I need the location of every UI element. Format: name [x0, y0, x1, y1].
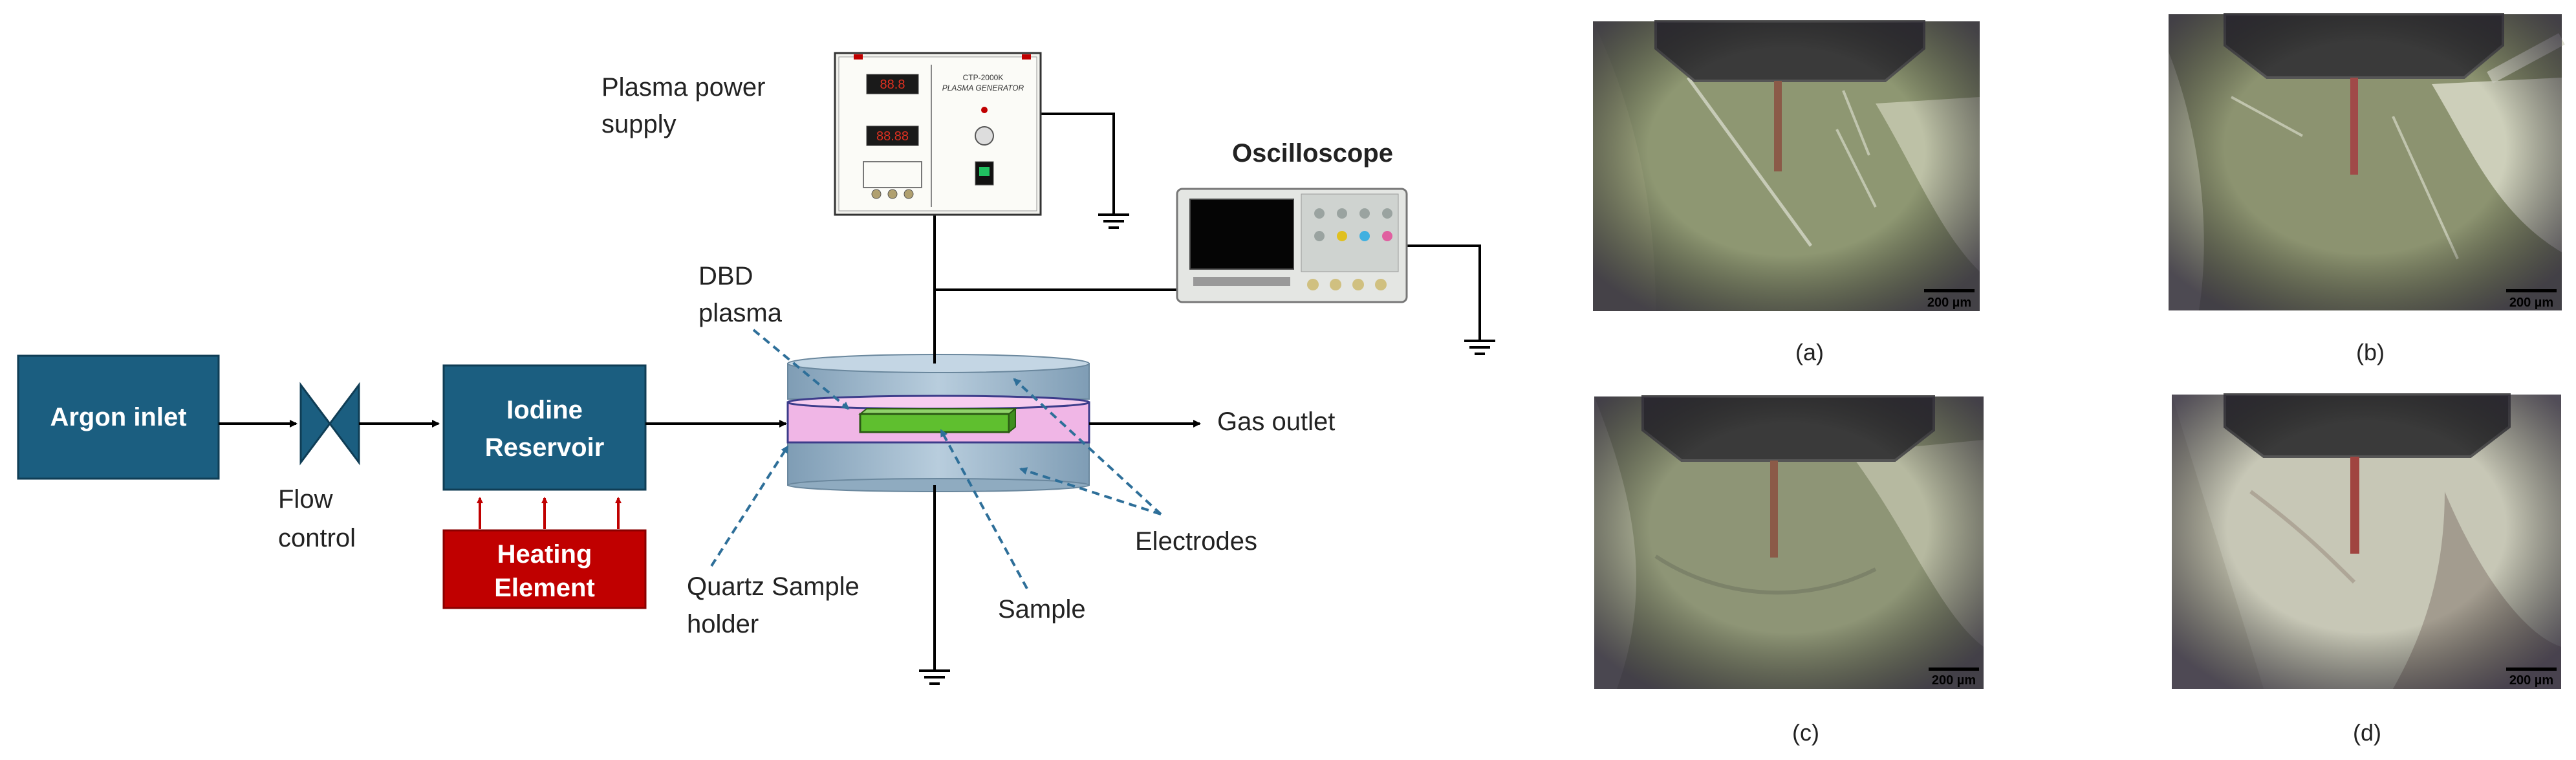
micrograph-d: 200 µm: [2172, 393, 2561, 689]
flow-control-label-line2: control: [278, 524, 356, 552]
quartz-holder-label-line1: Quartz Sample: [687, 572, 860, 601]
micrograph-b: 200 µm: [2169, 13, 2565, 310]
power-supply-title: PLASMA GENERATOR: [942, 83, 1024, 92]
plasma-power-supply-device: CTP-2000K PLASMA GENERATOR 88.8 88.88: [834, 52, 1042, 216]
svg-text:88.8: 88.8: [880, 78, 905, 92]
scale-bar-c: 200 µm: [1932, 673, 1976, 688]
dbd-reactor: [786, 354, 1090, 492]
power-supply-label-line2: supply: [601, 110, 676, 138]
argon-inlet-label: Argon inlet: [50, 403, 186, 431]
flow-control-label-line1: Flow: [278, 485, 333, 514]
ground-symbols: [919, 213, 1495, 685]
scale-bar-d: 200 µm: [2509, 673, 2553, 688]
heating-element-label-line1: Heating: [497, 540, 592, 569]
iodine-reservoir-label-line1: Iodine: [506, 396, 583, 424]
iodine-reservoir-label-line2: Reservoir: [485, 433, 605, 462]
micrograph-a: 200 µm: [1593, 20, 1980, 311]
gas-outlet-label: Gas outlet: [1217, 407, 1335, 436]
heating-element-box: Heating Element: [442, 529, 647, 609]
micrograph-label-a: (a): [1795, 339, 1824, 365]
power-supply-label-line1: Plasma power: [601, 73, 765, 102]
oscilloscope-device: [1176, 188, 1408, 303]
sample-block: [859, 413, 1010, 433]
dbd-plasma-label-line1: DBD: [698, 262, 753, 290]
heat-arrows: [477, 497, 622, 529]
quartz-holder-label-line2: holder: [687, 610, 759, 638]
iodine-reservoir-box: Iodine Reservoir: [442, 364, 647, 491]
wiring: [933, 113, 1481, 669]
micrograph-c: 200 µm: [1594, 395, 1984, 689]
dbd-plasma-label-line2: plasma: [698, 299, 783, 327]
power-supply-brand: CTP-2000K: [963, 73, 1004, 82]
scale-bar-a: 200 µm: [1927, 296, 1971, 310]
argon-inlet-box: Argon inlet: [17, 354, 220, 480]
annotation-arrows: [710, 329, 1162, 589]
micrograph-label-d: (d): [2353, 719, 2381, 746]
electrodes-label: Electrodes: [1135, 527, 1257, 556]
scale-bar-b: 200 µm: [2509, 296, 2553, 310]
micrograph-label-b: (b): [2356, 339, 2385, 365]
oscilloscope-label: Oscilloscope: [1232, 139, 1393, 168]
flow-control-valve: [299, 382, 360, 466]
micrograph-label-c: (c): [1792, 719, 1819, 746]
sample-label: Sample: [998, 595, 1086, 624]
heating-element-label-line2: Element: [494, 574, 595, 602]
svg-text:88.88: 88.88: [876, 129, 909, 144]
